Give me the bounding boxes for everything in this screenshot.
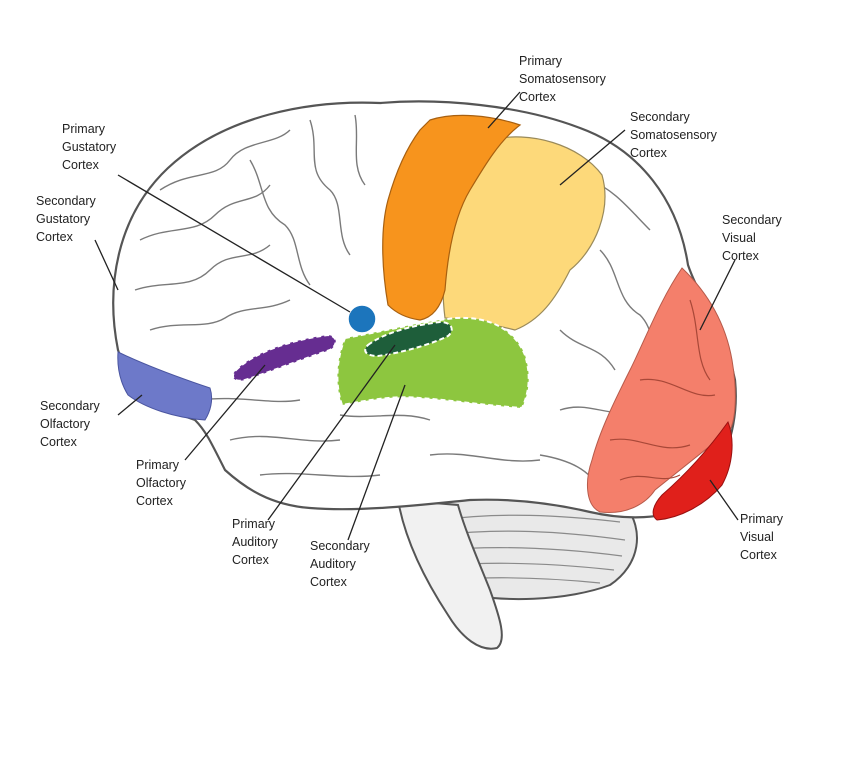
label-line: Secondary xyxy=(722,213,782,227)
label-line: Cortex xyxy=(722,249,759,263)
label-line: Cortex xyxy=(232,553,269,567)
label-line: Cortex xyxy=(40,435,77,449)
label-line: Cortex xyxy=(310,575,347,589)
label-primary-visual: Primary Visual Cortex xyxy=(740,510,783,564)
label-line: Somatosensory xyxy=(519,72,606,86)
label-line: Olfactory xyxy=(40,417,91,431)
label-line: Cortex xyxy=(740,548,777,562)
label-line: Visual xyxy=(740,530,774,544)
primary-gustatory-region xyxy=(347,304,377,334)
leader-secondary-visual xyxy=(699,259,736,331)
label-primary-somatosensory: Primary Somatosensory Cortex xyxy=(519,52,606,106)
leader-secondary-somatosensory xyxy=(559,129,626,186)
label-secondary-auditory: Secondary Auditory Cortex xyxy=(310,537,370,591)
label-primary-olfactory: Primary Olfactory Cortex xyxy=(136,456,186,510)
label-line: Visual xyxy=(722,231,756,245)
label-line: Cortex xyxy=(36,230,73,244)
label-line: Olfactory xyxy=(136,476,187,490)
label-line: Cortex xyxy=(630,146,667,160)
label-line: Gustatory xyxy=(36,212,91,226)
label-line: Secondary xyxy=(36,194,96,208)
leader-secondary-gustatory xyxy=(94,239,119,291)
label-primary-gustatory: Primary Gustatory Cortex xyxy=(62,120,116,174)
leader-lines xyxy=(94,91,739,541)
label-line: Primary xyxy=(519,54,563,68)
gyri-lines xyxy=(134,114,666,491)
secondary-visual-region xyxy=(587,267,736,514)
leader-primary-gustatory xyxy=(117,174,351,313)
leader-secondary-olfactory xyxy=(117,394,143,416)
brainstem xyxy=(396,498,503,650)
label-line: Secondary xyxy=(630,110,690,124)
leader-primary-auditory xyxy=(267,344,396,521)
label-secondary-somatosensory: Secondary Somatosensory Cortex xyxy=(630,108,717,162)
label-line: Cortex xyxy=(519,90,556,104)
label-line: Primary xyxy=(136,458,180,472)
label-line: Secondary xyxy=(40,399,100,413)
label-secondary-gustatory: Secondary Gustatory Cortex xyxy=(36,192,96,246)
label-line: Secondary xyxy=(310,539,370,553)
leader-secondary-auditory xyxy=(347,384,406,541)
primary-visual-region xyxy=(652,420,733,521)
leader-primary-olfactory xyxy=(184,364,266,461)
leader-primary-visual xyxy=(709,479,739,521)
label-secondary-visual: Secondary Visual Cortex xyxy=(722,211,782,265)
primary-auditory-region xyxy=(364,320,453,358)
label-line: Cortex xyxy=(62,158,99,172)
label-line: Somatosensory xyxy=(630,128,717,142)
secondary-olfactory-region xyxy=(117,351,213,421)
label-primary-auditory: Primary Auditory Cortex xyxy=(232,515,278,569)
label-line: Gustatory xyxy=(62,140,117,154)
leader-primary-somatosensory xyxy=(487,91,521,129)
primary-somatosensory-region xyxy=(382,114,522,321)
label-line: Auditory xyxy=(310,557,356,571)
label-line: Cortex xyxy=(136,494,173,508)
visual-cortex-lines xyxy=(609,299,716,481)
label-secondary-olfactory: Secondary Olfactory Cortex xyxy=(40,397,100,451)
label-line: Primary xyxy=(232,517,276,531)
label-line: Auditory xyxy=(232,535,278,549)
label-line: Primary xyxy=(62,122,106,136)
label-line: Primary xyxy=(740,512,784,526)
primary-olfactory-region xyxy=(232,333,337,382)
